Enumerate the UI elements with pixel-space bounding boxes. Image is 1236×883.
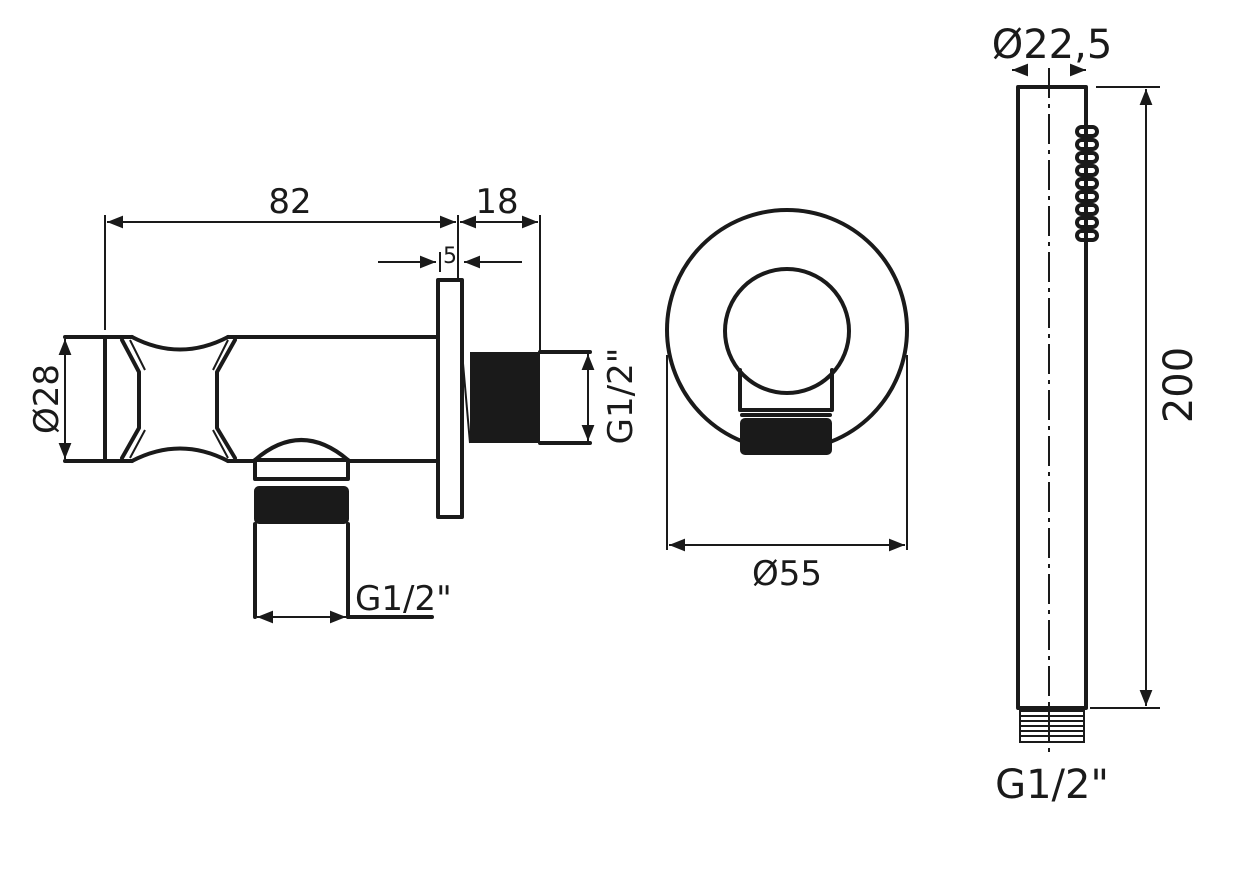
dimension-5: 5	[378, 244, 522, 272]
outlet: G1/2"	[253, 438, 452, 624]
flange-offset-label: 18	[475, 182, 518, 222]
side-view: 82 18 5 Ø28	[27, 182, 641, 624]
valve-body	[63, 335, 440, 463]
arm-thread-label: G1/2"	[995, 762, 1109, 808]
knurl-grip	[1075, 125, 1099, 242]
arm-length-label: 200	[1156, 347, 1202, 423]
dimension-28: Ø28	[27, 339, 72, 459]
length-label: 82	[268, 182, 311, 222]
flange-thickness-label: 5	[443, 244, 457, 269]
diameter-label: Ø28	[27, 364, 67, 434]
body-circle	[723, 267, 851, 395]
outlet-thread-label: G1/2"	[355, 579, 452, 619]
dimension-82: 82	[104, 182, 459, 330]
arm-diameter-label: Ø22,5	[992, 22, 1113, 68]
rear-thread-label: G1/2"	[601, 348, 641, 445]
wall-flange	[436, 278, 464, 519]
arm-thread	[1019, 710, 1085, 743]
flange-diameter-label: Ø55	[752, 554, 822, 594]
front-view: Ø55	[665, 208, 909, 594]
dimension-18: 18	[460, 182, 541, 352]
arm-view: Ø22,5 200 G1/2"	[992, 22, 1202, 808]
rear-thread: G1/2"	[461, 348, 641, 445]
